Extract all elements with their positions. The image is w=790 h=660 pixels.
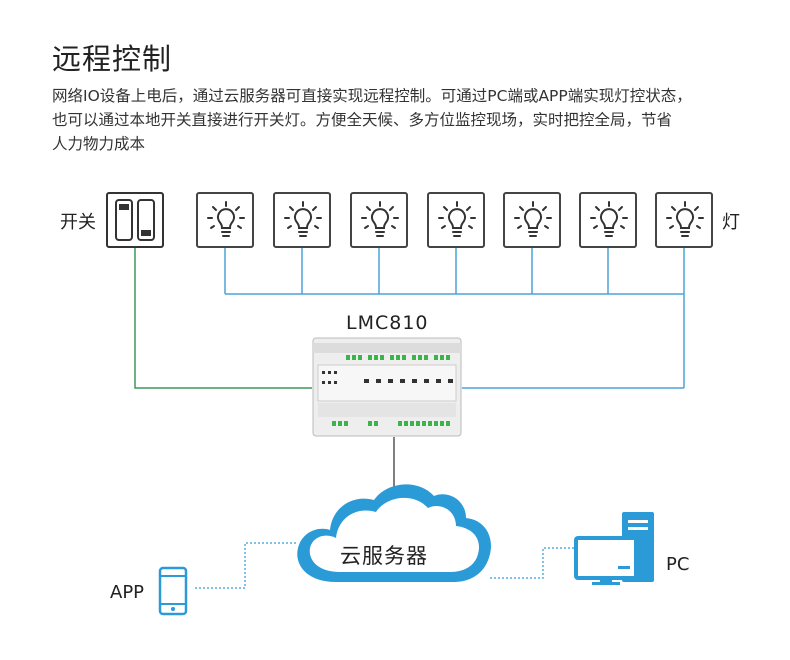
- lamp-3: [350, 192, 408, 248]
- app-dotted-link: [195, 542, 297, 589]
- lightbulb-icon: [438, 201, 476, 237]
- lamp-5: [503, 192, 561, 248]
- cloud-icon: [297, 484, 491, 582]
- cloud-label: 云服务器: [340, 544, 428, 568]
- lamp-4: [427, 192, 485, 248]
- description-line-2: 也可以通过本地开关直接进行开关灯。方便全天候、多方位监控现场，实时把控全局，节省: [52, 111, 673, 129]
- description-line-1: 网络IO设备上电后，通过云服务器可直接实现远程控制。可通过PC端或APP端实现灯…: [52, 87, 692, 105]
- relay-module-icon: [312, 337, 462, 437]
- smartphone-icon: [158, 566, 188, 616]
- lightbulb-icon: [207, 201, 245, 237]
- lamp-wires: [224, 248, 685, 389]
- desktop-computer-icon: [574, 512, 654, 585]
- lamp-6: [579, 192, 637, 248]
- lamp-7: [655, 192, 713, 248]
- lightbulb-icon: [284, 201, 322, 237]
- app-label: APP: [110, 582, 145, 603]
- lightbulb-icon: [361, 201, 399, 237]
- pc-label: PC: [666, 554, 690, 575]
- switch-wire: [134, 248, 312, 389]
- lamp-label: 灯: [722, 212, 740, 233]
- page-title: 远程控制: [52, 42, 173, 76]
- wall-switch: [106, 192, 164, 248]
- lamp-2: [273, 192, 331, 248]
- lightbulb-icon: [590, 201, 628, 237]
- lightbulb-icon: [666, 201, 704, 237]
- device-label: LMC810: [346, 312, 429, 334]
- description-line-3: 人力物力成本: [52, 135, 146, 153]
- lightbulb-icon: [514, 201, 552, 237]
- lamp-1: [196, 192, 254, 248]
- switch-icon: [115, 199, 155, 241]
- description: 网络IO设备上电后，通过云服务器可直接实现远程控制。可通过PC端或APP端实现灯…: [52, 84, 752, 156]
- pc-dotted-link: [490, 547, 575, 579]
- switch-label: 开关: [60, 212, 96, 233]
